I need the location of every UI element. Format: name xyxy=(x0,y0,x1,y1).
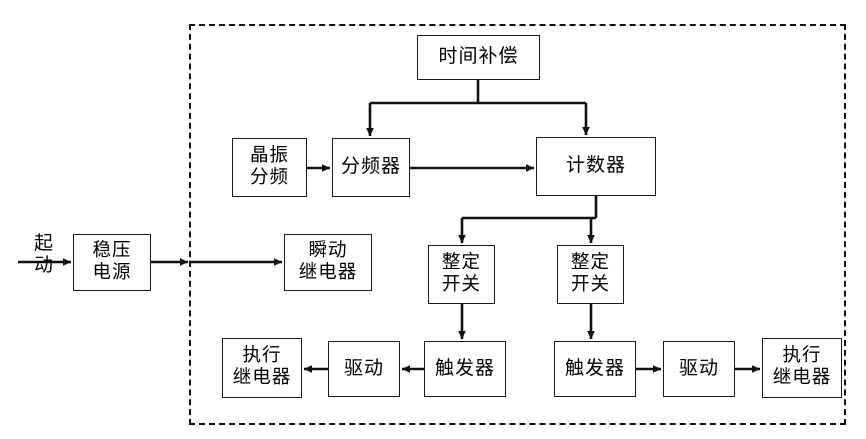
label-start: 起 动 xyxy=(33,233,54,276)
block-exec-relay-1[interactable]: 执行 继电器 xyxy=(222,338,302,398)
block-power[interactable]: 稳压 电源 xyxy=(73,234,151,291)
block-crystal-divider[interactable]: 晶振 分频 xyxy=(232,138,307,197)
block-drive-1[interactable]: 驱动 xyxy=(328,341,400,397)
block-frequency-divider[interactable]: 分频器 xyxy=(332,138,410,197)
block-setting-switch-2[interactable]: 整定 开关 xyxy=(557,245,624,304)
block-trigger-2[interactable]: 触发器 xyxy=(554,341,636,397)
block-exec-relay-2[interactable]: 执行 继电器 xyxy=(762,338,842,398)
block-time-compensation[interactable]: 时间补偿 xyxy=(417,35,540,80)
dashed-boundary xyxy=(189,24,846,425)
block-setting-switch-1[interactable]: 整定 开关 xyxy=(428,245,495,304)
block-instant-relay[interactable]: 瞬动 继电器 xyxy=(284,234,372,291)
block-trigger-1[interactable]: 触发器 xyxy=(424,341,506,397)
block-drive-2[interactable]: 驱动 xyxy=(663,341,735,397)
block-counter[interactable]: 计数器 xyxy=(536,137,656,196)
